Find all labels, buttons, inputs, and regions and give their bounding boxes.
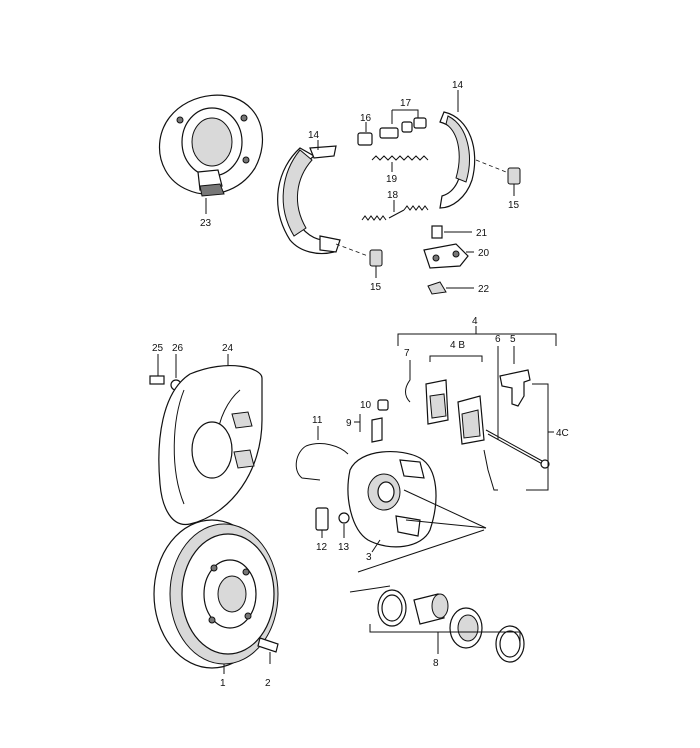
callout-14-left: 14 — [308, 130, 320, 141]
brake-pad-4b-left — [425, 379, 449, 425]
caliper-3 — [347, 450, 437, 548]
bleed-cap-10 — [377, 399, 389, 411]
brake-shoe-14-left — [277, 145, 341, 255]
spring-18 — [361, 205, 429, 221]
spreader-spring-5 — [499, 369, 531, 407]
bolt-2 — [257, 637, 279, 653]
callout-19: 19 — [386, 174, 398, 185]
callout-24: 24 — [222, 343, 234, 354]
callout-12: 12 — [316, 542, 328, 553]
callout-4c: 4C — [556, 428, 569, 439]
piston-kit-8 — [349, 585, 525, 663]
callout-5: 5 — [510, 334, 516, 345]
callout-7: 7 — [404, 348, 410, 359]
bleed-screw-9 — [371, 417, 383, 443]
hold-down-spring-15-right — [475, 159, 521, 185]
backing-plate-23 — [158, 94, 263, 197]
callout-20: 20 — [478, 248, 490, 259]
callout-22: 22 — [478, 284, 490, 295]
adjuster-16-17 — [357, 117, 427, 146]
callout-18: 18 — [387, 190, 399, 201]
spring-19 — [371, 155, 429, 161]
brake-disc-1 — [153, 519, 279, 669]
washer-13 — [338, 512, 350, 524]
bolt-21 — [431, 225, 443, 239]
callout-1: 1 — [220, 678, 226, 689]
lever-20 — [423, 243, 469, 269]
callout-4: 4 — [472, 316, 478, 327]
brake-pad-4b-right — [457, 395, 485, 445]
bolt-12 — [315, 507, 329, 531]
callout-16: 16 — [360, 113, 372, 124]
callout-2: 2 — [265, 678, 271, 689]
callout-10: 10 — [360, 400, 372, 411]
callout-8: 8 — [433, 658, 439, 669]
hold-down-spring-15-left — [335, 243, 383, 267]
clip-22 — [427, 281, 447, 295]
retaining-pin-6 — [485, 429, 550, 469]
callout-9: 9 — [346, 418, 352, 429]
bolt-25 — [149, 375, 165, 385]
callout-15-right: 15 — [508, 200, 520, 211]
callout-21: 21 — [476, 228, 488, 239]
callout-15-left: 15 — [370, 282, 382, 293]
callout-25: 25 — [152, 343, 164, 354]
brake-shoe-14-right — [439, 111, 476, 209]
dust-shield-24 — [158, 365, 263, 526]
callout-11: 11 — [312, 415, 323, 426]
callout-17: 17 — [400, 98, 412, 109]
callout-6: 6 — [495, 334, 501, 345]
callout-14-right: 14 — [452, 80, 464, 91]
callout-26: 26 — [172, 343, 184, 354]
spring-clip-11 — [295, 443, 349, 481]
callout-3: 3 — [366, 552, 372, 563]
wear-sensor-7 — [405, 360, 411, 403]
callout-4b: 4 B — [450, 340, 465, 351]
callout-13: 13 — [338, 542, 350, 553]
callout-23: 23 — [200, 218, 212, 229]
